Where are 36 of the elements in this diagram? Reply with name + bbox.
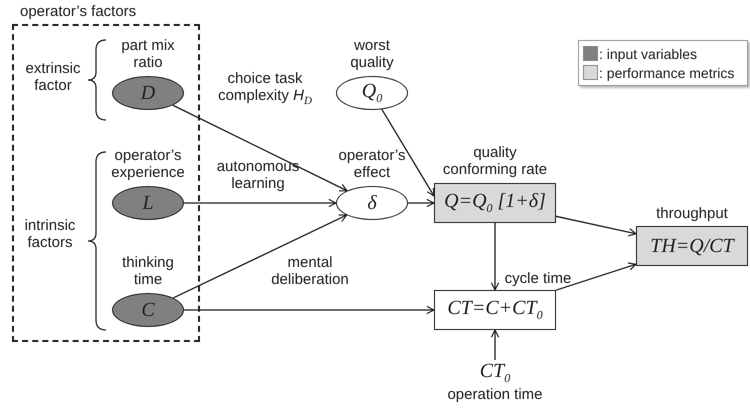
edge-label: mental deliberation [270,254,350,288]
annotation-label: extrinsic factor [24,60,82,94]
node-label: operator’s effect [338,147,406,183]
formula-box: TH=Q/CT [636,226,748,266]
arrow [490,329,500,360]
node-label: worst quality [349,37,395,73]
arrow [556,216,637,236]
annotation-label: intrinsic factors [24,217,76,251]
variable-symbol: CT$_{0}$ [478,360,512,386]
node-label: part mix ratio [120,37,176,73]
edge-label: choice task complexity H$_{D}$ [217,70,313,109]
arrow [184,198,337,208]
node-label: quality conforming rate [442,144,548,180]
variable-ellipse: Q$_{0}$ [336,76,408,110]
variable-ellipse: D [112,76,184,110]
arrow [381,109,435,197]
variable-ellipse: L [112,186,184,220]
arrow [184,306,435,314]
arrow [172,104,348,192]
node-label: operator’s factors [20,3,138,22]
legend-label: : input variables [599,46,698,62]
variable-ellipse: C [112,293,184,327]
node-label: operator’s experience [110,147,186,183]
node-label: throughput [655,205,729,223]
node-label: cycle time [504,270,572,288]
variable-ellipse: δ [336,186,408,220]
edge-label: autonomous learning [216,158,300,192]
arrow [173,214,348,298]
node-label: thinking time [121,254,175,290]
arrow [556,262,637,291]
formula-box: Q=Q$_{0}$ [1+δ] [434,183,556,223]
node-label: operation time [446,386,544,403]
arrow [490,223,500,291]
arrow [408,198,435,208]
formula-box: CT=C+CT$_{0}$ [434,290,556,330]
legend-label: : performance metrics [599,64,734,80]
